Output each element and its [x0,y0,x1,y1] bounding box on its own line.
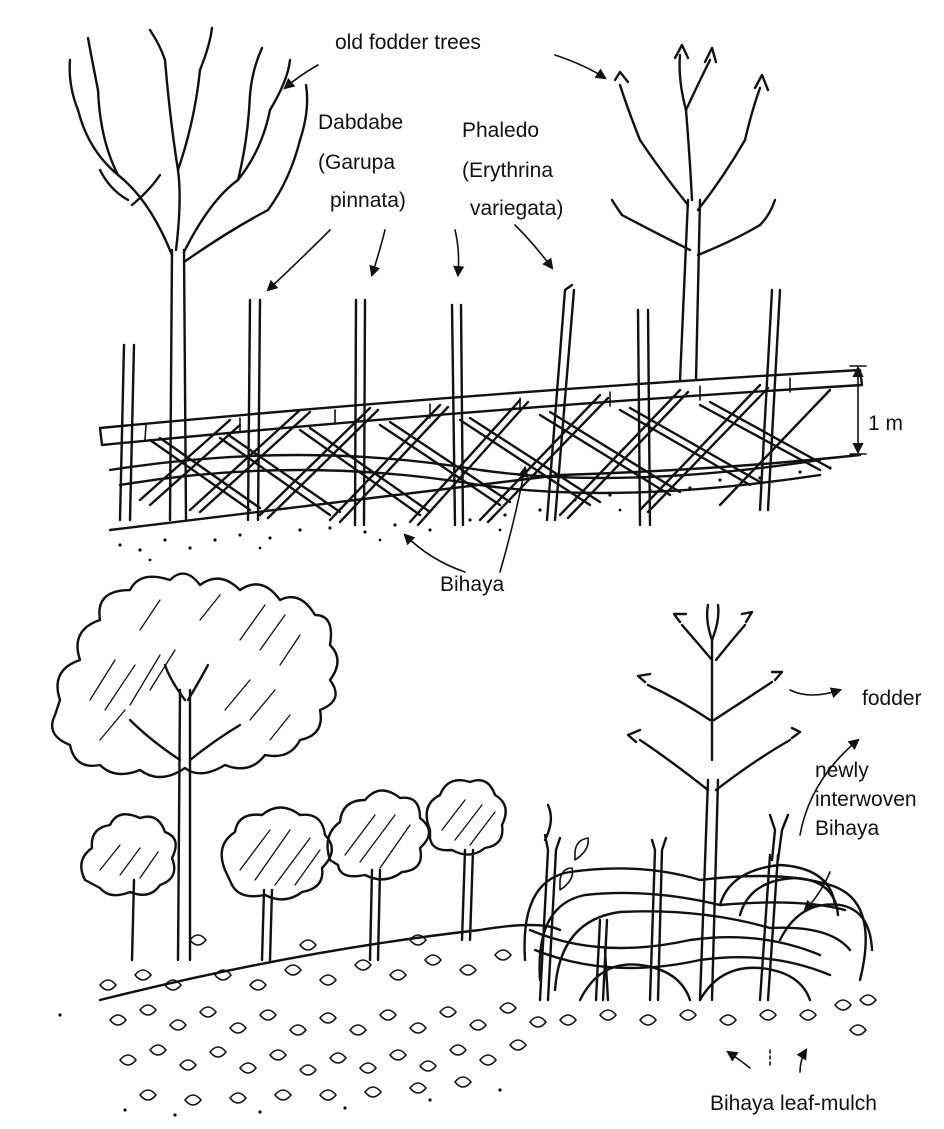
bottom-hedge-panel [52,574,876,1117]
leafy-canopy-small-2 [222,808,332,961]
label-newly: newly [815,758,869,784]
label-interwoven: interwoven [815,787,917,813]
old-fodder-tree-right [612,45,775,380]
leafy-canopy-small-1 [81,814,175,960]
leafy-canopy-small-3 [328,790,429,960]
leaf-mulch-ground [58,925,876,1117]
label-dabdabe: Dabdabe [318,110,403,136]
label-phaledo-latin-2: variegata) [470,196,563,222]
label-dabdabe-latin-2: pinnata) [330,188,406,214]
label-dabdabe-latin-1: (Garupa [318,150,395,176]
leafy-canopy-large [52,574,337,777]
label-scale-1m: 1 m [868,411,903,437]
label-leaf-mulch: Bihaya leaf-mulch [710,1091,877,1117]
label-bihaya: Bihaya [440,572,504,598]
leafy-tree-trunk [130,665,240,960]
label-phaledo: Phaledo [462,118,539,144]
scale-bar [850,366,866,454]
woven-bihaya [110,385,830,525]
top-hedge-panel [70,28,866,572]
label-phaledo-latin-1: (Erythrina [462,158,553,184]
label-arrows-bottom [728,690,858,1072]
label-fodder: fodder [862,686,922,712]
woven-bihaya-loops [525,865,872,1000]
label-old-fodder-trees: old fodder trees [335,30,481,56]
leafy-canopy-small-4 [427,780,506,940]
label-newly-bihaya: Bihaya [815,816,879,842]
